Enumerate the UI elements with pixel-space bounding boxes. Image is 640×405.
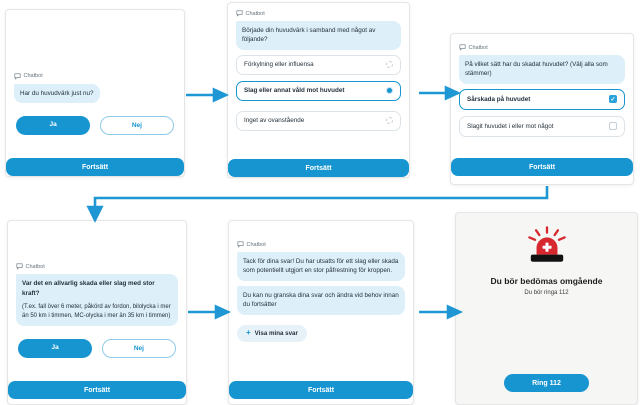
chatbot-label-text: Chatbot	[468, 44, 488, 51]
answer-buttons: Ja Nej	[16, 339, 178, 358]
chat-bubble-icon	[14, 73, 21, 80]
radio-unselected-icon[interactable]	[386, 117, 393, 125]
result-subtitle: Du bör ringa 112	[524, 290, 569, 296]
chat-message: På vilket sätt har du skadat huvudet? (V…	[459, 55, 625, 84]
chatbot-label-text: Chatbot	[25, 263, 45, 270]
screen-question-headache: Chatbot Har du huvudvärk just nu? Ja Nej…	[5, 9, 185, 177]
option-hit-head[interactable]: Slagit huvudet i eller mot något	[459, 115, 625, 137]
checkbox-checked-icon[interactable]: ✓	[609, 95, 617, 104]
chat-bubble-icon	[237, 241, 244, 248]
answer-buttons: Ja Nej	[14, 116, 176, 135]
chatbot-label: Chatbot	[237, 241, 405, 248]
option-label: Sårskada på huvudet	[467, 95, 531, 103]
option-label: Slag eller annat våld mot huvudet	[244, 87, 345, 95]
radio-unselected-icon[interactable]	[386, 61, 393, 69]
continue-button[interactable]: Fortsätt	[228, 159, 409, 177]
chat-message: Har du huvudvärk just nu?	[14, 83, 100, 103]
option-label: Förkylning eller influensa	[244, 61, 314, 69]
screen-result-emergency: Du bör bedömas omgående Du bör ringa 112…	[455, 212, 638, 405]
chat-message-thanks: Tack för dina svar! Du har utsatts för e…	[237, 252, 405, 281]
arrow-3-to-4-connector	[93, 186, 549, 207]
option-blow-to-head[interactable]: Slag eller annat våld mot huvudet	[236, 80, 401, 101]
checkbox-unchecked-icon[interactable]	[609, 122, 617, 131]
chat-bubble-icon	[459, 44, 466, 51]
continue-button[interactable]: Fortsätt	[8, 381, 186, 399]
screen-summary: Chatbot Tack för dina svar! Du har utsat…	[228, 220, 414, 405]
chatbot-label: Chatbot	[236, 10, 401, 17]
call-112-button[interactable]: Ring 112	[504, 374, 589, 392]
option-none-of-above[interactable]: Inget av ovanstående	[236, 110, 401, 131]
option-cold-flu[interactable]: Förkylning eller influensa	[236, 54, 401, 75]
question-examples-text: (T.ex. fall över 6 meter, påkörd av ford…	[22, 304, 171, 319]
chatbot-label: Chatbot	[459, 44, 625, 51]
chat-message: Började din huvudvärk i samband med någo…	[236, 21, 401, 50]
radio-selected-icon[interactable]	[386, 87, 393, 95]
chatbot-label: Chatbot	[14, 73, 176, 80]
arrowhead-down-icon	[86, 205, 104, 223]
chat-message-review: Du kan nu granska dina svar och ändra vi…	[237, 285, 405, 315]
screen-question-severity: Chatbot Var det en allvarlig skada eller…	[7, 220, 187, 405]
result-title: Du bör bedömas omgående	[490, 276, 603, 286]
chat-bubble-icon	[16, 263, 23, 270]
yes-button[interactable]: Ja	[18, 339, 93, 358]
question-text: Var det en allvarlig skada eller slag me…	[22, 280, 155, 297]
screen-question-injury-type: Chatbot På vilket sätt har du skadat huv…	[450, 33, 634, 185]
no-button[interactable]: Nej	[101, 339, 176, 358]
screen-question-cause: Chatbot Började din huvudvärk i samband …	[227, 2, 410, 178]
continue-button[interactable]: Fortsätt	[451, 158, 633, 176]
option-label: Inget av ovanstående	[244, 117, 305, 125]
chatbot-label-text: Chatbot	[23, 73, 43, 80]
show-answers-label: Visa mina svar	[254, 329, 298, 337]
emergency-siren-icon	[524, 226, 570, 271]
show-answers-button[interactable]: + Visa mina svar	[237, 324, 307, 342]
chat-bubble-icon	[236, 10, 243, 17]
no-button[interactable]: Nej	[99, 116, 174, 135]
continue-button[interactable]: Fortsätt	[6, 158, 184, 176]
chat-message: Var det en allvarlig skada eller slag me…	[16, 274, 178, 326]
option-wound-on-head[interactable]: Sårskada på huvudet ✓	[459, 88, 625, 110]
continue-button[interactable]: Fortsätt	[229, 381, 413, 399]
chatbot-label-text: Chatbot	[246, 241, 266, 248]
option-label: Slagit huvudet i eller mot något	[467, 122, 554, 130]
arrowhead-icon	[214, 304, 232, 320]
chatbot-label-text: Chatbot	[245, 10, 265, 17]
plus-icon: +	[246, 328, 251, 338]
arrowhead-icon	[212, 87, 230, 103]
yes-button[interactable]: Ja	[16, 116, 91, 135]
chatbot-label: Chatbot	[16, 263, 178, 270]
